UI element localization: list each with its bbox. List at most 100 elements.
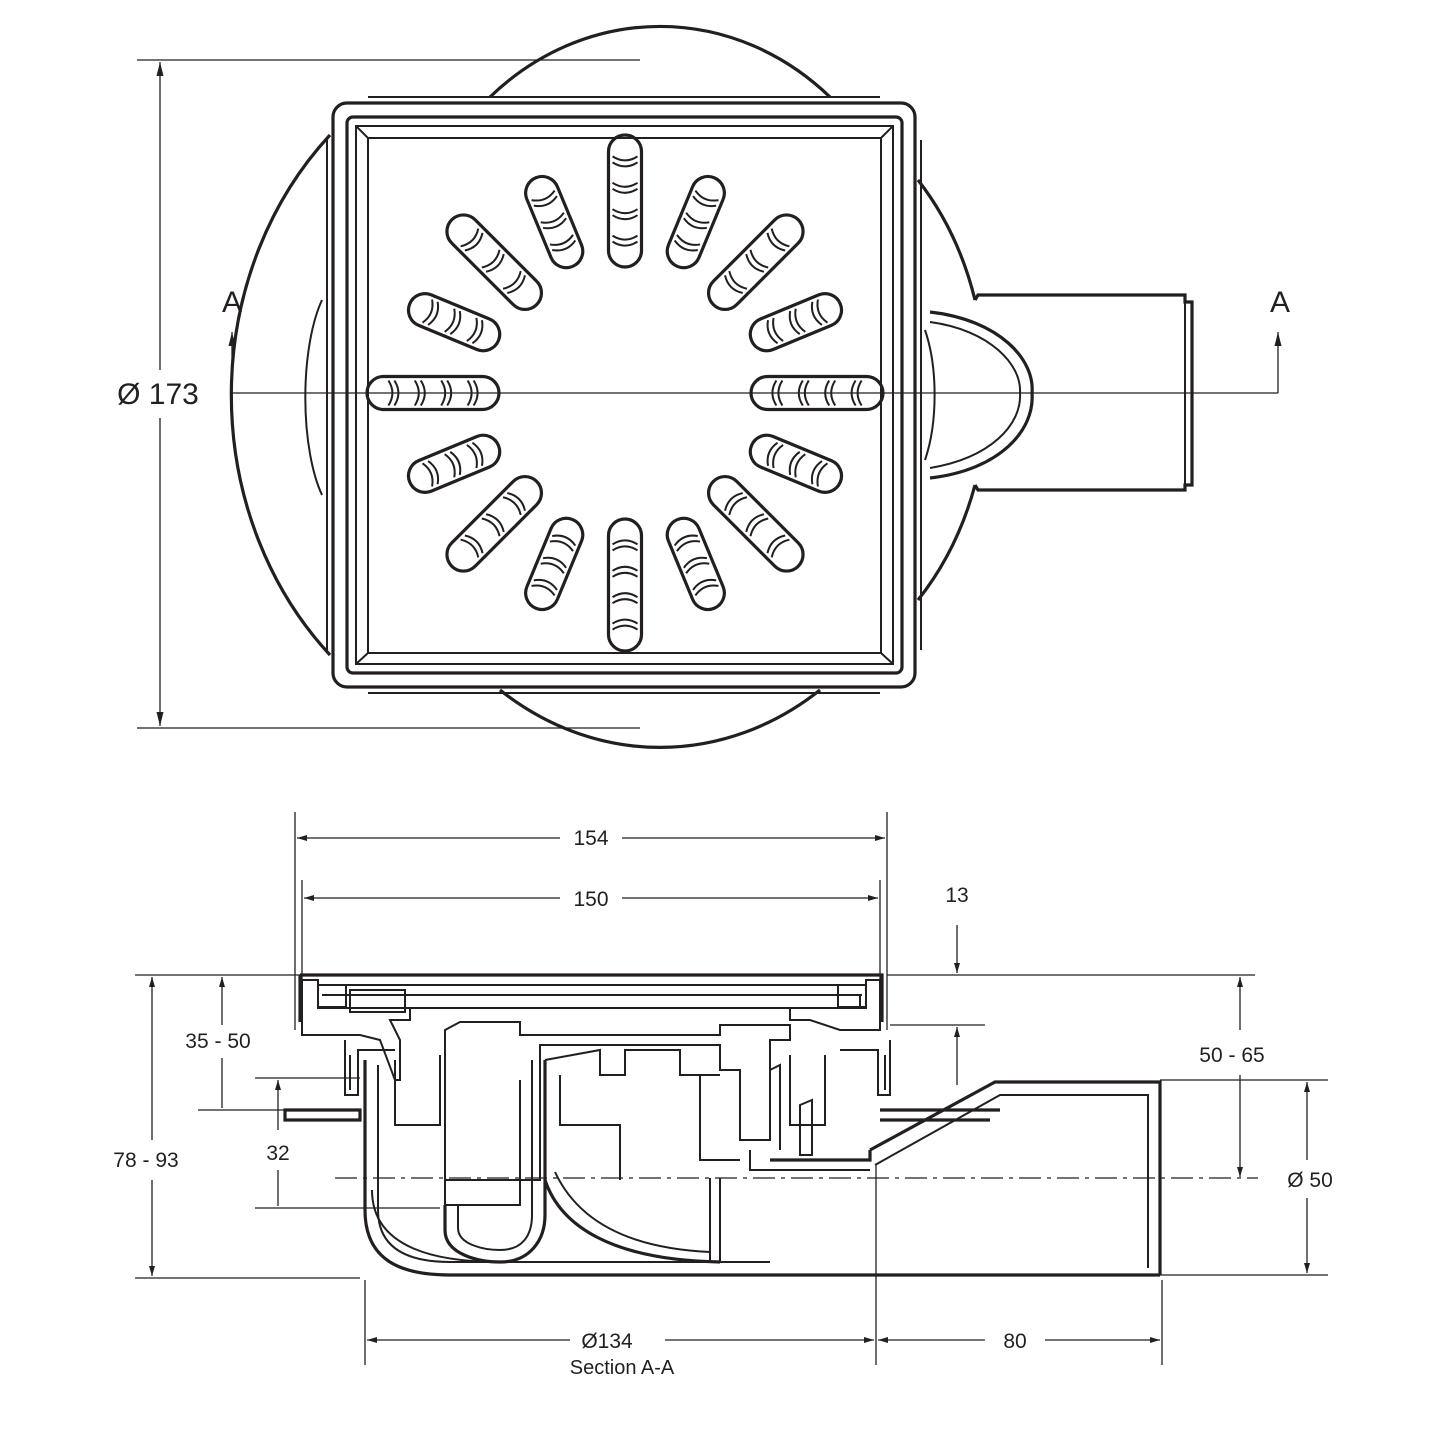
slot-bar: [444, 451, 462, 478]
drain-slot: [406, 433, 502, 494]
slot-bar: [481, 249, 505, 273]
dim-150: 150: [573, 888, 608, 911]
dim-80: 80: [1003, 1330, 1026, 1353]
drain-slot: [445, 213, 544, 312]
dim-13: 13: [945, 884, 968, 907]
drain-slot: [706, 213, 805, 312]
slot-bar: [421, 299, 440, 326]
slot-bar: [766, 534, 790, 558]
slot-bar: [611, 618, 639, 631]
right-dimensions: 13 50 - 65 Ø 50: [887, 884, 1333, 1276]
slot-outline: [606, 517, 644, 653]
slot-bar: [692, 189, 719, 208]
round-body-inner: [304, 299, 936, 496]
dim-32: 32: [266, 1142, 289, 1165]
drain-slot: [606, 517, 644, 653]
slot-outline: [445, 213, 544, 312]
slot-bar: [531, 578, 558, 597]
slot-bar: [766, 228, 790, 252]
slot-bar: [766, 441, 784, 469]
slot-bar: [724, 270, 748, 294]
slot-bar: [683, 212, 710, 230]
slot-bar: [611, 155, 639, 168]
dim-50-65: 50 - 65: [1199, 1044, 1264, 1067]
slot-bar: [611, 539, 639, 552]
slot-outline: [748, 292, 844, 353]
slot-bar: [788, 451, 806, 478]
drain-slot: [524, 516, 585, 612]
slot-bar: [611, 208, 639, 221]
slot-bar: [724, 492, 748, 516]
grate-frame-2: [345, 115, 904, 675]
round-body-outline: [229, 24, 977, 749]
slot-bar: [466, 441, 484, 469]
section-caption: Section A-A: [570, 1357, 675, 1379]
slot-bar: [766, 317, 784, 345]
slot-bar: [611, 181, 639, 194]
slot-bar: [540, 212, 567, 230]
drain-slot: [706, 474, 805, 573]
slot-outline: [524, 516, 585, 612]
drain-slot: [748, 292, 844, 353]
slot-outline: [665, 516, 726, 612]
dim-diameter-134: Ø134: [581, 1330, 633, 1353]
slot-outline: [748, 433, 844, 494]
slot-bar: [745, 249, 769, 273]
slot-outline: [406, 433, 502, 494]
slot-bar: [540, 556, 567, 574]
drain-slot: [445, 474, 544, 573]
slot-bar: [692, 578, 719, 597]
slot-bar: [611, 592, 639, 605]
slot-bar: [466, 317, 484, 345]
slot-bar: [673, 234, 701, 252]
bottom-dimensions: Ø134 80: [364, 1165, 1163, 1365]
slot-outline: [665, 174, 726, 270]
slot-bar: [444, 308, 462, 335]
slot-bar: [745, 513, 769, 537]
slot-outline: [706, 474, 805, 573]
dim-154: 154: [573, 827, 608, 850]
slot-outline: [445, 474, 544, 573]
width-dimensions: 154 150: [294, 812, 888, 1030]
diameter-dimension: Ø 173: [117, 59, 640, 729]
slot-bar: [421, 460, 440, 487]
slot-bar: [611, 234, 639, 247]
drain-slot: [665, 174, 726, 270]
slot-bar: [460, 228, 484, 252]
section-marker-left: A: [222, 286, 242, 319]
slot-bar: [549, 534, 577, 552]
slot-bar: [611, 565, 639, 578]
section-marker-right: A: [1270, 286, 1290, 319]
slot-bar: [810, 460, 829, 487]
slot-outline: [606, 133, 644, 269]
slot-bar: [481, 513, 505, 537]
drain-slot: [406, 292, 502, 353]
slot-bar: [502, 270, 526, 294]
top-view: A A Ø 173: [117, 24, 1290, 749]
diameter-label: Ø 173: [117, 378, 199, 411]
slot-outline: [706, 213, 805, 312]
slot-bar: [531, 189, 558, 208]
slot-bar: [460, 534, 484, 558]
slot-outline: [406, 292, 502, 353]
drain-slot: [524, 174, 585, 270]
slot-bar: [673, 534, 701, 552]
drain-slot: [665, 516, 726, 612]
slot-outline: [524, 174, 585, 270]
slot-bar: [788, 308, 806, 335]
left-dimensions: 78 - 93 35 - 50 32: [113, 974, 440, 1279]
drain-slot: [606, 133, 644, 269]
dim-78-93: 78 - 93: [113, 1149, 178, 1172]
drain-body: [283, 973, 1162, 1277]
slot-bar: [683, 556, 710, 574]
dim-diameter-50: Ø 50: [1287, 1169, 1333, 1192]
grate-outer-frame: [331, 101, 917, 689]
section-view: 154 150 13 50 - 65 Ø 50 78 - 93: [113, 812, 1333, 1379]
grate-frame-3: [355, 125, 894, 665]
slot-bar: [810, 299, 829, 326]
drain-slot: [748, 433, 844, 494]
dim-35-50: 35 - 50: [185, 1030, 250, 1053]
slot-bar: [549, 234, 577, 252]
section-line: A A: [222, 286, 1290, 394]
